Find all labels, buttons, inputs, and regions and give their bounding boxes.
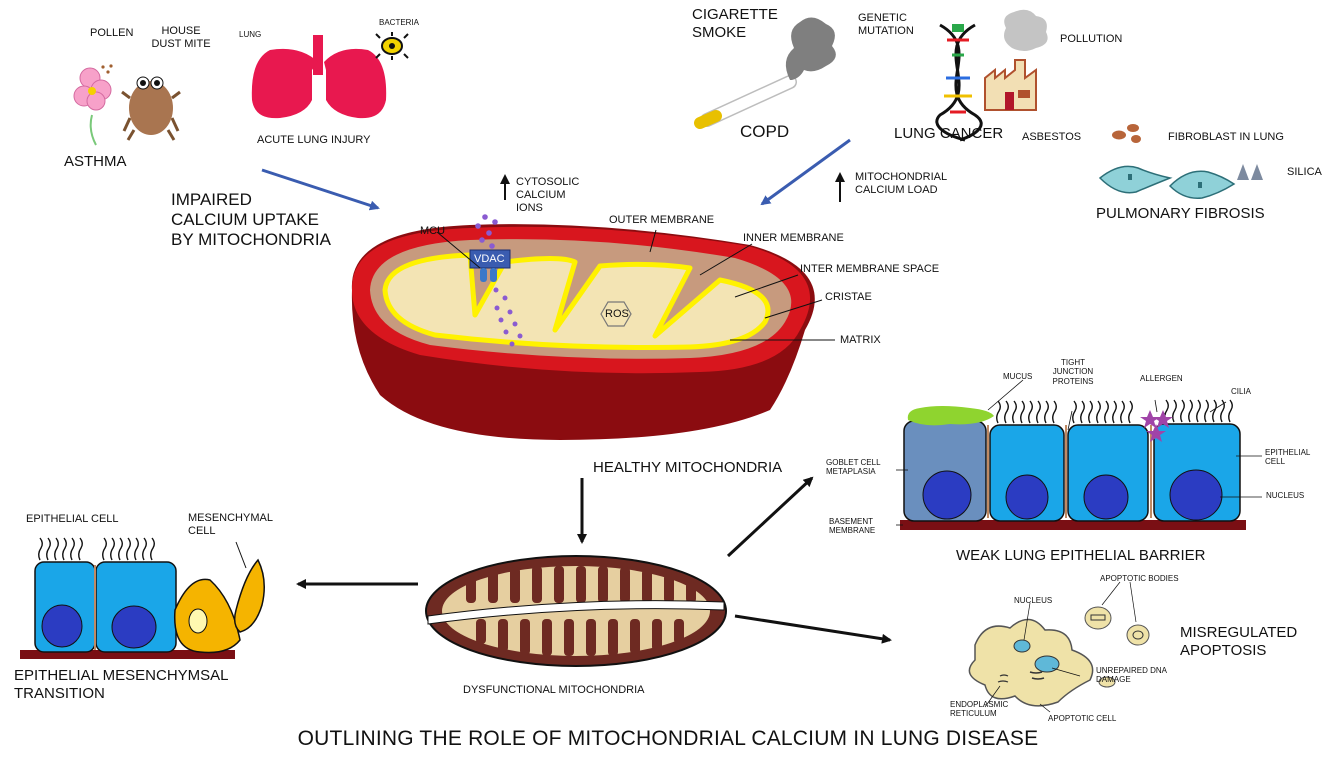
label-emt-epithelial-cell: EPITHELIAL CELL (26, 513, 119, 526)
label-nucleus-barrier: NUCLEUS (1266, 491, 1304, 500)
label-asbestos: ASBESTOS (1022, 131, 1081, 144)
label-pollution: POLLUTION (1060, 33, 1122, 46)
label-apoptosis-nucleus: NUCLEUS (1014, 596, 1052, 605)
label-impaired-uptake: IMPAIRED CALCIUM UPTAKE BY MITOCHONDRIA (171, 190, 331, 250)
figure-title: OUTLINING THE ROLE OF MITOCHONDRIAL CALC… (0, 727, 1336, 752)
label-apoptotic-cell: APOPTOTIC CELL (1048, 714, 1116, 723)
label-copd: COPD (740, 122, 789, 142)
label-cilia: CILIA (1231, 387, 1251, 396)
epithelial-barrier (896, 380, 1262, 530)
label-epithelial-cell-barrier: EPITHELIAL CELL (1265, 448, 1310, 467)
label-basement-membrane: BASEMENT MEMBRANE (829, 517, 875, 536)
label-allergen: ALLERGEN (1140, 374, 1183, 383)
dna-icon (937, 24, 981, 140)
label-vdac: VDAC (474, 253, 505, 266)
label-apoptotic-bodies: APOPTOTIC BODIES (1100, 574, 1179, 583)
label-lung: LUNG (239, 30, 261, 39)
factory-icon (985, 10, 1048, 110)
label-house-dust-mite: HOUSE DUST MITE (146, 25, 216, 51)
label-misregulated-apoptosis: MISREGULATED APOPTOSIS (1180, 624, 1297, 659)
label-emt-caption: EPITHELIAL MESENCHYMSAL TRANSITION (14, 667, 229, 702)
label-matrix: MATRIX (840, 334, 881, 347)
label-inter-membrane-space: INTER MEMBRANE SPACE (800, 263, 939, 276)
label-endoplasmic-reticulum: ENDOPLASMIC RETICULUM (950, 700, 1008, 719)
lungs-icon (252, 35, 386, 118)
label-cristae: CRISTAE (825, 291, 872, 304)
label-silica: SILICA (1287, 166, 1322, 179)
label-fibroblast: FIBROBLAST IN LUNG (1168, 131, 1284, 144)
label-inner-membrane: INNER MEMBRANE (743, 232, 844, 245)
label-mcu: MCU (420, 225, 445, 238)
label-pollen: POLLEN (90, 27, 133, 40)
dysfunctional-mitochondrion (426, 556, 726, 666)
label-genetic-mutation: GENETIC MUTATION (858, 12, 914, 38)
label-mucus: MUCUS (1003, 372, 1032, 381)
label-pulmonary-fibrosis: PULMONARY FIBROSIS (1096, 205, 1265, 223)
label-cigarette-smoke: CIGARETTE SMOKE (692, 6, 778, 41)
label-mesenchymal-cell: MESENCHYMAL CELL (188, 512, 273, 538)
asbestos-icon (1112, 124, 1141, 143)
arrow-to-barrier (728, 478, 812, 556)
arrow-copd-cancer (762, 140, 850, 204)
label-asthma: ASTHMA (64, 153, 127, 171)
label-mito-calcium-load: MITOCHONDRIAL CALCIUM LOAD (855, 171, 947, 197)
label-acute-lung-injury: ACUTE LUNG INJURY (257, 134, 370, 147)
fibroblast-icon (1100, 166, 1234, 198)
label-tight-junction: TIGHT JUNCTION PROTEINS (1050, 358, 1096, 386)
silica-icon (1237, 164, 1263, 180)
apoptotic-cell (969, 582, 1149, 712)
healthy-mitochondrion (352, 214, 835, 440)
label-outer-membrane: OUTER MEMBRANE (609, 214, 714, 227)
arrow-to-apoptosis (735, 616, 890, 640)
label-ros: ROS (605, 308, 629, 321)
flower-icon (74, 64, 113, 145)
label-bacteria: BACTERIA (379, 18, 419, 27)
label-lung-cancer: LUNG CANCER (894, 125, 1003, 143)
label-weak-barrier: WEAK LUNG EPITHELIAL BARRIER (956, 547, 1206, 565)
label-dysfunctional-mitochondria: DYSFUNCTIONAL MITOCHONDRIA (463, 684, 645, 697)
label-cytosolic-calcium: CYTOSOLIC CALCIUM IONS (516, 176, 579, 215)
emt-cells (20, 538, 264, 659)
label-unrepaired-dna: UNREPAIRED DNA DAMAGE (1096, 666, 1167, 685)
dust-mite-icon (122, 77, 180, 140)
label-healthy-mitochondria: HEALTHY MITOCHONDRIA (593, 459, 782, 477)
label-goblet-metaplasia: GOBLET CELL METAPLASIA (826, 458, 881, 477)
bacteria-icon (376, 32, 408, 60)
